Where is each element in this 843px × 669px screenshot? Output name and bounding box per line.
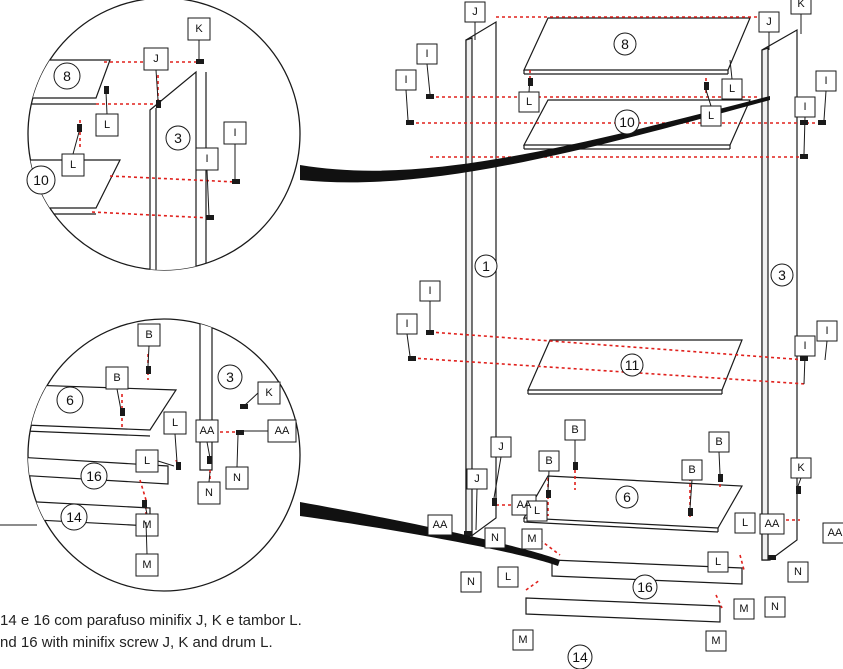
hw-B: B [715,436,722,448]
hw-I: I [404,74,407,86]
hw-N: N [771,601,779,613]
hw-L: L [534,505,540,517]
hw-M: M [711,635,720,647]
part-6-label: 6 [623,489,631,505]
hw-AA: AA [517,499,532,511]
hw-J: J [472,6,478,18]
part-11-label: 11 [625,357,640,373]
hw-J: J [766,16,772,28]
hw-M: M [142,559,151,571]
hw-AA: AA [433,519,448,531]
part-8-label: 8 [621,36,629,52]
hw-M: M [142,519,151,531]
hw-L: L [729,83,735,95]
detail-part-16-label: 16 [86,468,102,484]
hw-N: N [794,566,802,578]
rail-14 [525,597,721,623]
hw-K: K [265,387,273,399]
hw-L: L [505,571,511,583]
part-circles [26,32,794,669]
hw-I: I [824,75,827,87]
hw-M: M [739,603,748,615]
hw-L: L [104,119,110,131]
hw-I: I [428,285,431,297]
hw-AA: AA [200,425,215,437]
hw-B: B [571,424,578,436]
hw-I: I [405,318,408,330]
hw-K: K [797,462,805,474]
hw-B: B [688,464,695,476]
hw-L: L [526,96,532,108]
hw-I: I [205,153,208,165]
hw-K: K [195,23,203,35]
hw-J: J [153,53,159,65]
part-14-label: 14 [572,649,588,665]
hw-M: M [518,634,527,646]
part-10-label: 10 [619,114,635,130]
hw-B: B [545,455,552,467]
leader-band-top [300,96,770,183]
hw-AA: AA [765,518,780,530]
hw-J: J [498,441,504,453]
part-1-label: 1 [482,258,490,274]
hw-N: N [491,532,499,544]
hw-J: J [474,473,480,485]
hw-L: L [715,556,721,568]
hw-N: N [233,472,241,484]
hw-AA: AA [828,527,843,539]
detail-part-10-label: 10 [33,172,49,188]
hw-K: K [797,0,805,10]
part-16-label: 16 [637,579,653,595]
detail-part-8-label: 8 [63,68,71,84]
detail-part-3-label: 3 [174,130,182,146]
hw-I: I [233,127,236,139]
caption-line-2: nd 16 with minifix screw J, K and drum L… [0,634,273,651]
hw-B: B [145,329,152,341]
hw-M: M [527,533,536,545]
hw-L: L [708,110,714,122]
hw-N: N [205,487,213,499]
hw-AA: AA [275,425,290,437]
hw-L: L [742,517,748,529]
rail-16 [551,559,743,585]
detail-part-3b-label: 3 [226,369,234,385]
hw-L: L [172,417,178,429]
hw-I: I [803,340,806,352]
hw-L: L [144,455,150,467]
hw-B: B [113,372,120,384]
detail-part-6-label: 6 [66,392,74,408]
hw-L: L [70,159,76,171]
hw-I: I [425,48,428,60]
hw-I: I [803,101,806,113]
hw-I: I [825,325,828,337]
detail-part-14-label: 14 [66,509,82,525]
part-3-label: 3 [778,267,786,283]
callout-leaders [0,14,828,555]
caption-line-1: 14 e 16 com parafuso minifix J, K e tamb… [0,612,302,629]
hw-N: N [467,576,475,588]
